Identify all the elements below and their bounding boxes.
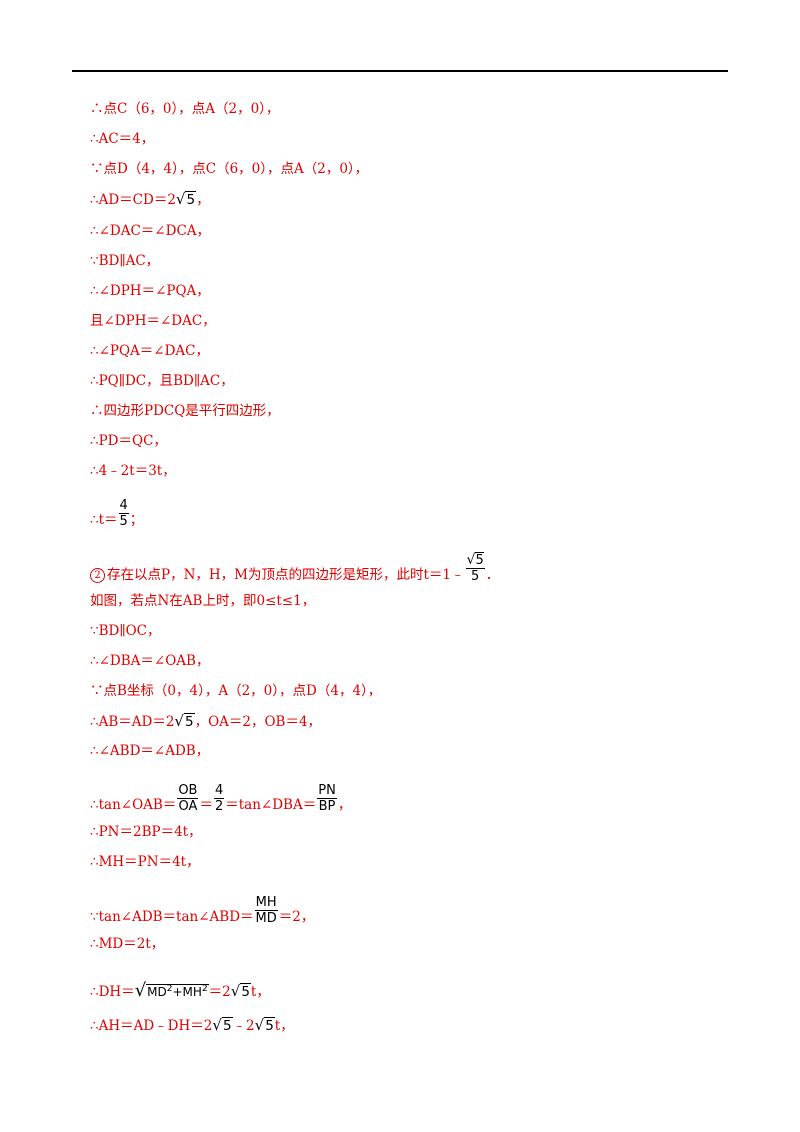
header-rule (72, 70, 728, 72)
line-9: ∴∠PQA＝∠DAC， (90, 343, 210, 359)
line-4-text: ∴AD＝CD＝2 (90, 192, 176, 208)
line-27-text: ∴DH＝ (90, 984, 135, 1000)
line-28-end: t， (274, 1018, 294, 1034)
line-2: ∴AC＝4， (90, 131, 155, 147)
sqrt-five: √5 (174, 712, 195, 730)
line-27-end: t， (250, 984, 270, 1000)
line-22-text: ∴tan∠OAB＝ (90, 797, 177, 813)
line-16: 如图，若点N在AB上时，即0≤t≤1， (90, 593, 316, 609)
line-22-mid: ＝tan∠DBA＝ (225, 797, 317, 813)
line-25-end: ＝2， (278, 909, 315, 925)
line-22-end: ， (337, 797, 352, 813)
line-15-text: 存在以点P，N，H，M为顶点的四边形是矩形，此时t＝1﹣ (107, 567, 465, 583)
sqrt-five: √5 (230, 982, 251, 1000)
line-4-end: ， (196, 192, 210, 208)
sqrt-five: √5 (175, 190, 197, 208)
line-20: ∴AB＝AD＝2√5，OA＝2，OB＝4， (90, 712, 321, 731)
equals-sign: ＝ (199, 797, 213, 813)
line-1: ∴点C（6，0），点A（2，0）， (90, 101, 280, 117)
line-18: ∴∠DBA＝∠OAB， (90, 653, 210, 669)
line-24: ∴MH＝PN＝4t， (90, 854, 200, 870)
line-20-text: ∴AB＝AD＝2 (90, 714, 175, 730)
line-21: ∴∠ABD＝∠ADB， (90, 743, 210, 759)
line-5: ∴∠DAC＝∠DCA， (90, 223, 211, 239)
line-27: ∴DH＝√MD2+MH2＝2√5t， (90, 980, 270, 1001)
line-12: ∴PD＝QC， (90, 433, 167, 449)
line-4: ∴AD＝CD＝2√5， (90, 190, 210, 209)
line-7: ∴∠DPH＝∠PQA， (90, 283, 210, 299)
line-11: ∴四边形PDCQ是平行四边形， (90, 403, 280, 419)
line-20-end: ，OA＝2，OB＝4， (194, 714, 322, 730)
line-3: ∵点D（4，4），点C（6，0），点A（2，0）， (90, 161, 369, 177)
sqrt-five: √5 (254, 1016, 275, 1034)
line-25-text: ∵tan∠ADB＝tan∠ABD＝ (90, 909, 254, 925)
line-14-text: ∴t＝ (90, 512, 118, 528)
line-17: ∵BD∥OC， (90, 623, 161, 639)
line-26: ∴MD＝2t， (90, 936, 165, 952)
sqrt-five: √5 (212, 1016, 233, 1034)
line-19: ∵点B坐标（0，4），A（2，0），点D（4，4）， (90, 683, 382, 699)
line-28-mid: ﹣2 (232, 1018, 255, 1034)
circled-two-marker: 2 (90, 568, 105, 583)
line-15-end: ． (485, 567, 500, 583)
line-14-end: ； (129, 512, 144, 528)
line-28: ∴AH＝AD﹣DH＝2√5﹣2√5t， (90, 1016, 294, 1035)
sqrt-md-mh: √MD2+MH2 (134, 980, 209, 1001)
line-28-text: ∴AH＝AD﹣DH＝2 (90, 1018, 213, 1034)
line-8: 且∠DPH＝∠DAC， (90, 313, 216, 329)
line-6: ∵BD∥AC， (90, 253, 160, 269)
line-10: ∴PQ∥DC，且BD∥AC， (90, 373, 234, 389)
line-27-mid: ＝2 (208, 984, 231, 1000)
line-13: ∴4﹣2t＝3t， (90, 463, 176, 479)
line-23: ∴PN＝2BP＝4t， (90, 824, 202, 840)
